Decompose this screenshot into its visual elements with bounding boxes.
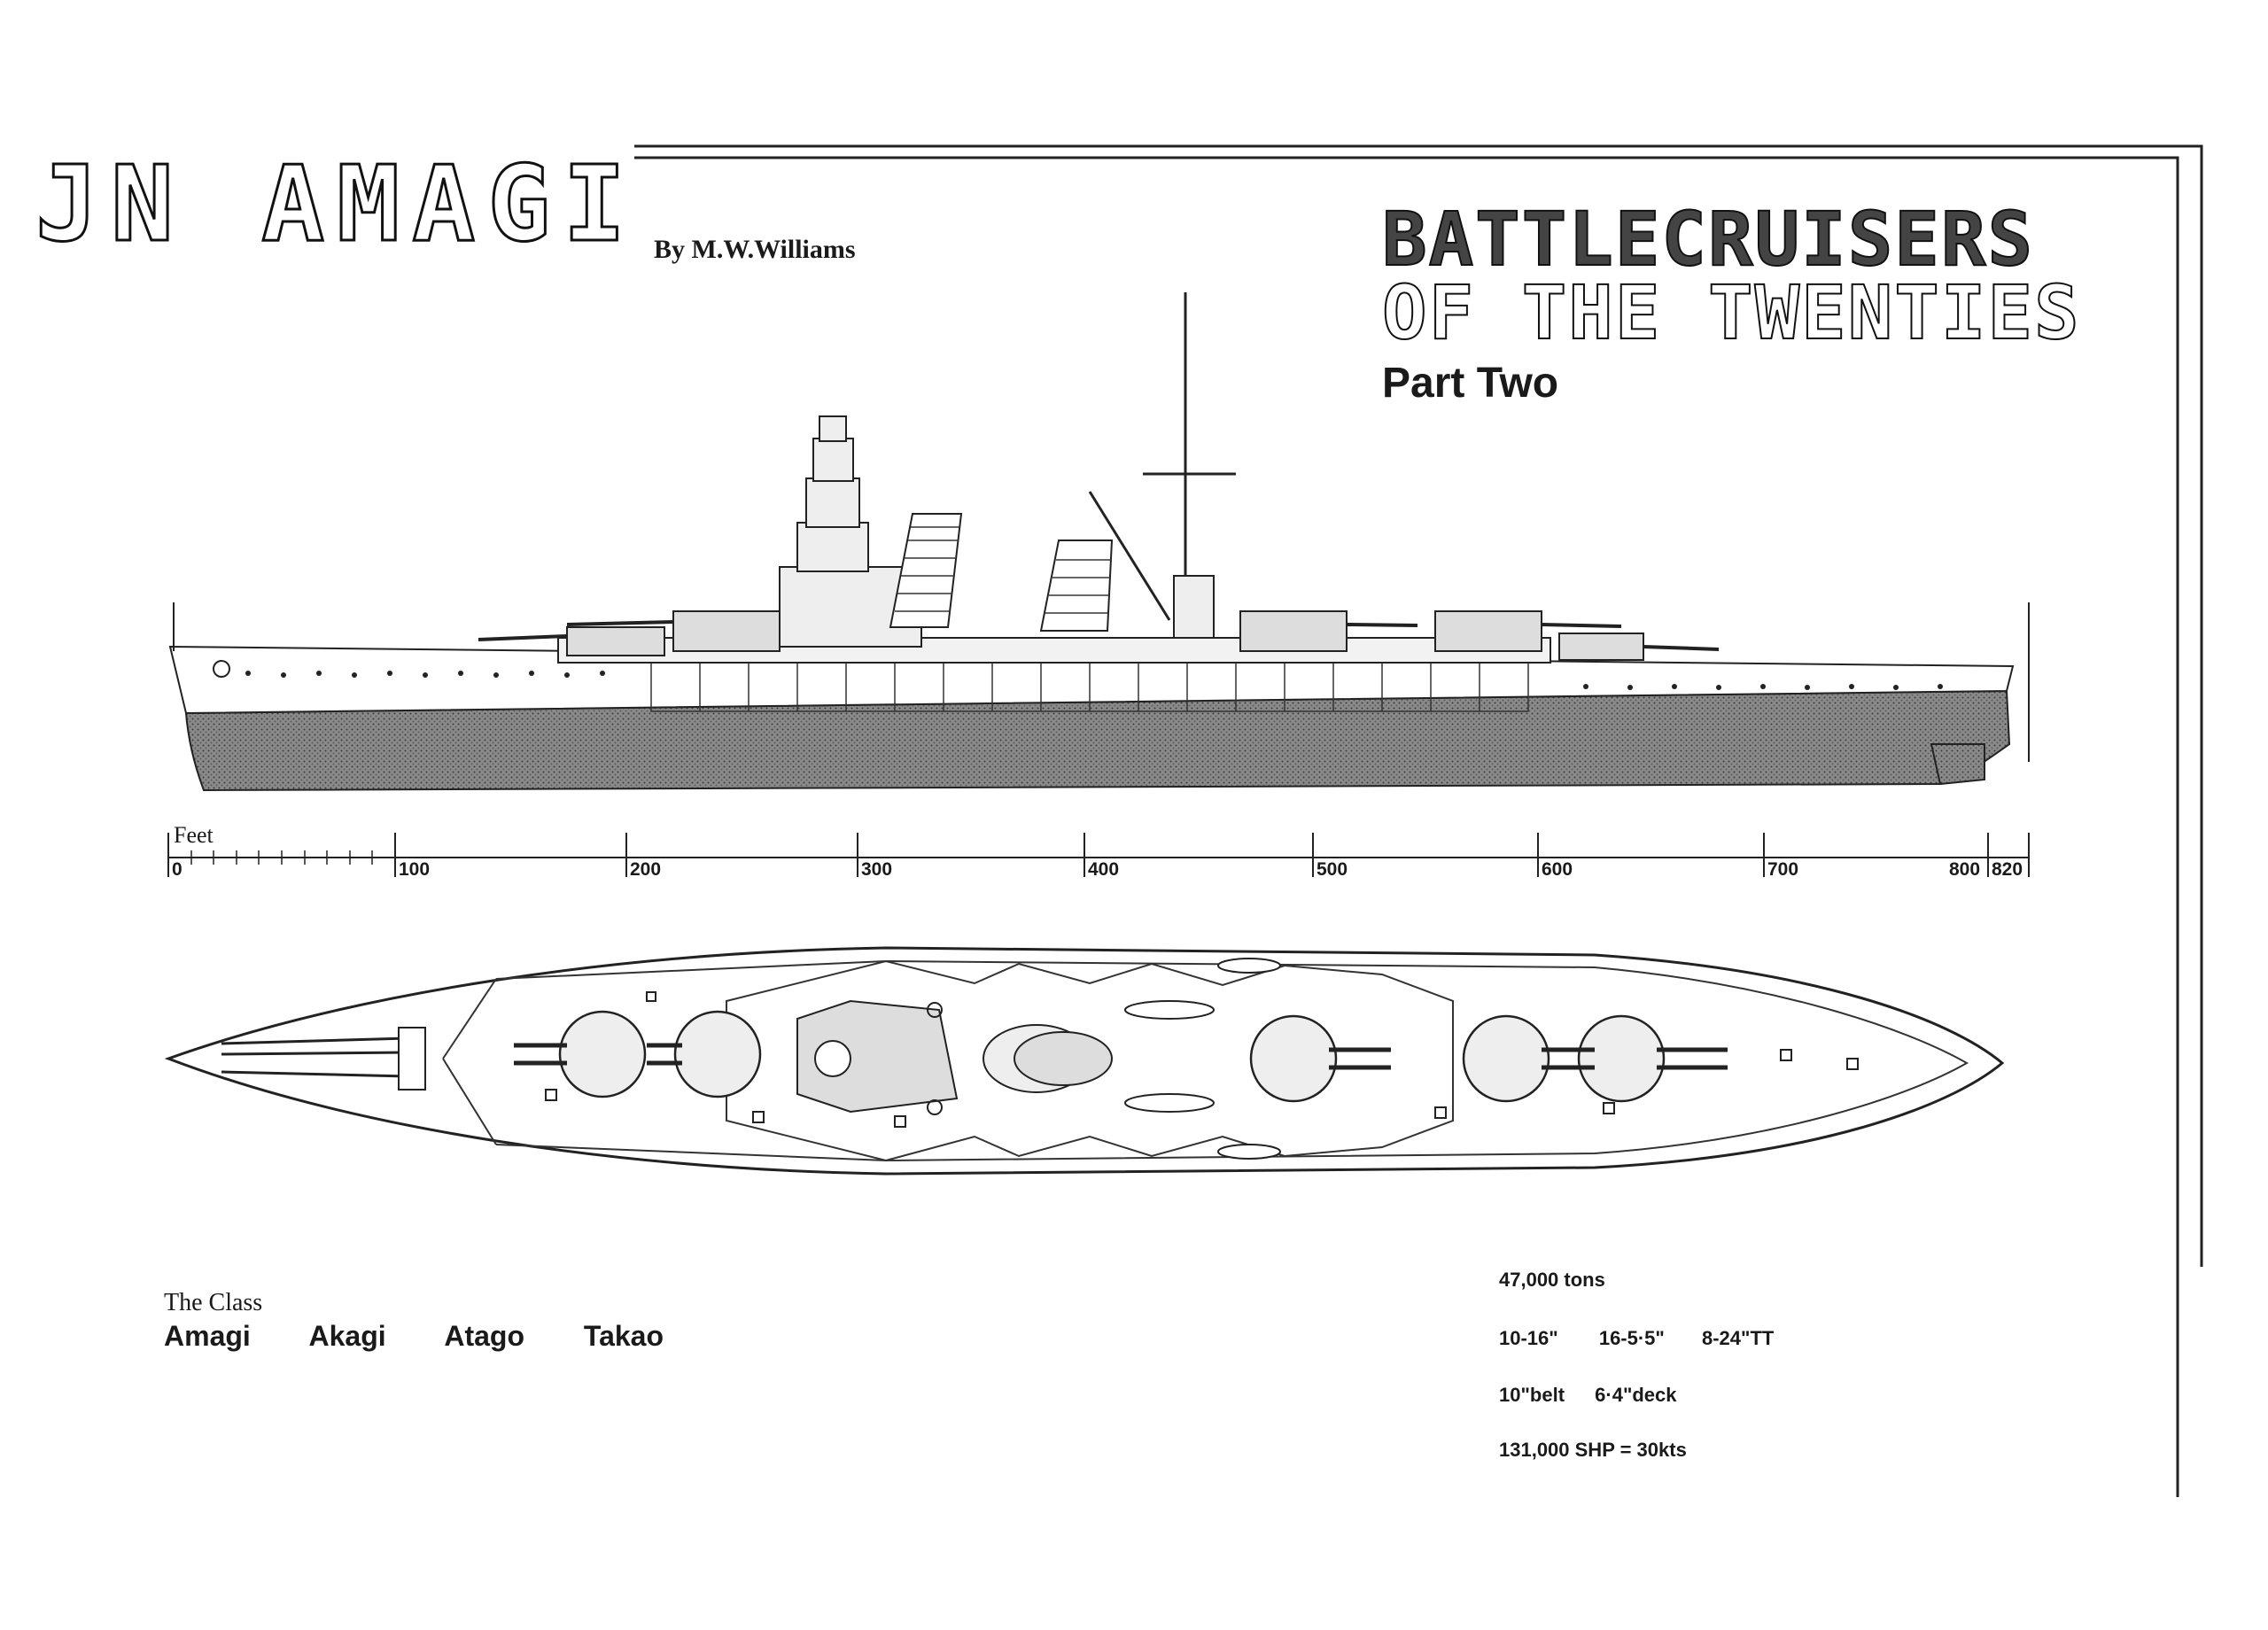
spec-armour: 10"belt 6·4"deck: [1499, 1384, 1677, 1407]
part-label: Part Two: [1382, 360, 1559, 407]
page-title: JN AMAGI: [34, 142, 639, 267]
scale-tick-500: 500: [1317, 859, 1348, 880]
spec-displacement: 47,000 tons: [1499, 1269, 1605, 1291]
spec-secondary-guns: 16-5·5": [1598, 1327, 1665, 1349]
spec-main-guns: 10-16": [1499, 1327, 1558, 1349]
ship-name: Akagi: [308, 1320, 386, 1352]
scale-unit-label: Feet: [174, 822, 214, 848]
scale-tick-0: 0: [172, 859, 183, 880]
spec-deck: 6·4"deck: [1595, 1384, 1677, 1406]
byline: By M.W.Williams: [654, 235, 856, 264]
scale-tick-300: 300: [861, 859, 893, 880]
spec-machinery: 131,000 SHP = 30kts: [1499, 1439, 1687, 1461]
ship-name: Atago: [444, 1320, 524, 1352]
spec-torpedo-tubes: 8-24"TT: [1701, 1327, 1775, 1349]
spec-belt: 10"belt: [1499, 1384, 1565, 1406]
scale-tick-800: 800: [1949, 859, 1981, 880]
scale-tick-820: 820: [1992, 859, 2023, 880]
scale-tick-400: 400: [1088, 859, 1120, 880]
class-heading: The Class: [164, 1289, 263, 1316]
spec-armament: 10-16" 16-5·5" 8-24"TT: [1499, 1327, 1774, 1350]
scale-tick-600: 600: [1542, 859, 1573, 880]
scale-tick-700: 700: [1767, 859, 1799, 880]
class-ship-list: Amagi Akagi Atago Takao: [164, 1320, 715, 1353]
series-title-line2: OF THE TWENTIES: [1381, 269, 2081, 356]
ship-name: Amagi: [164, 1320, 251, 1352]
ship-name: Takao: [583, 1320, 664, 1352]
series-title-line1: BATTLECRUISERS: [1381, 196, 2035, 283]
scale-tick-100: 100: [399, 859, 431, 880]
scale-tick-200: 200: [630, 859, 662, 880]
